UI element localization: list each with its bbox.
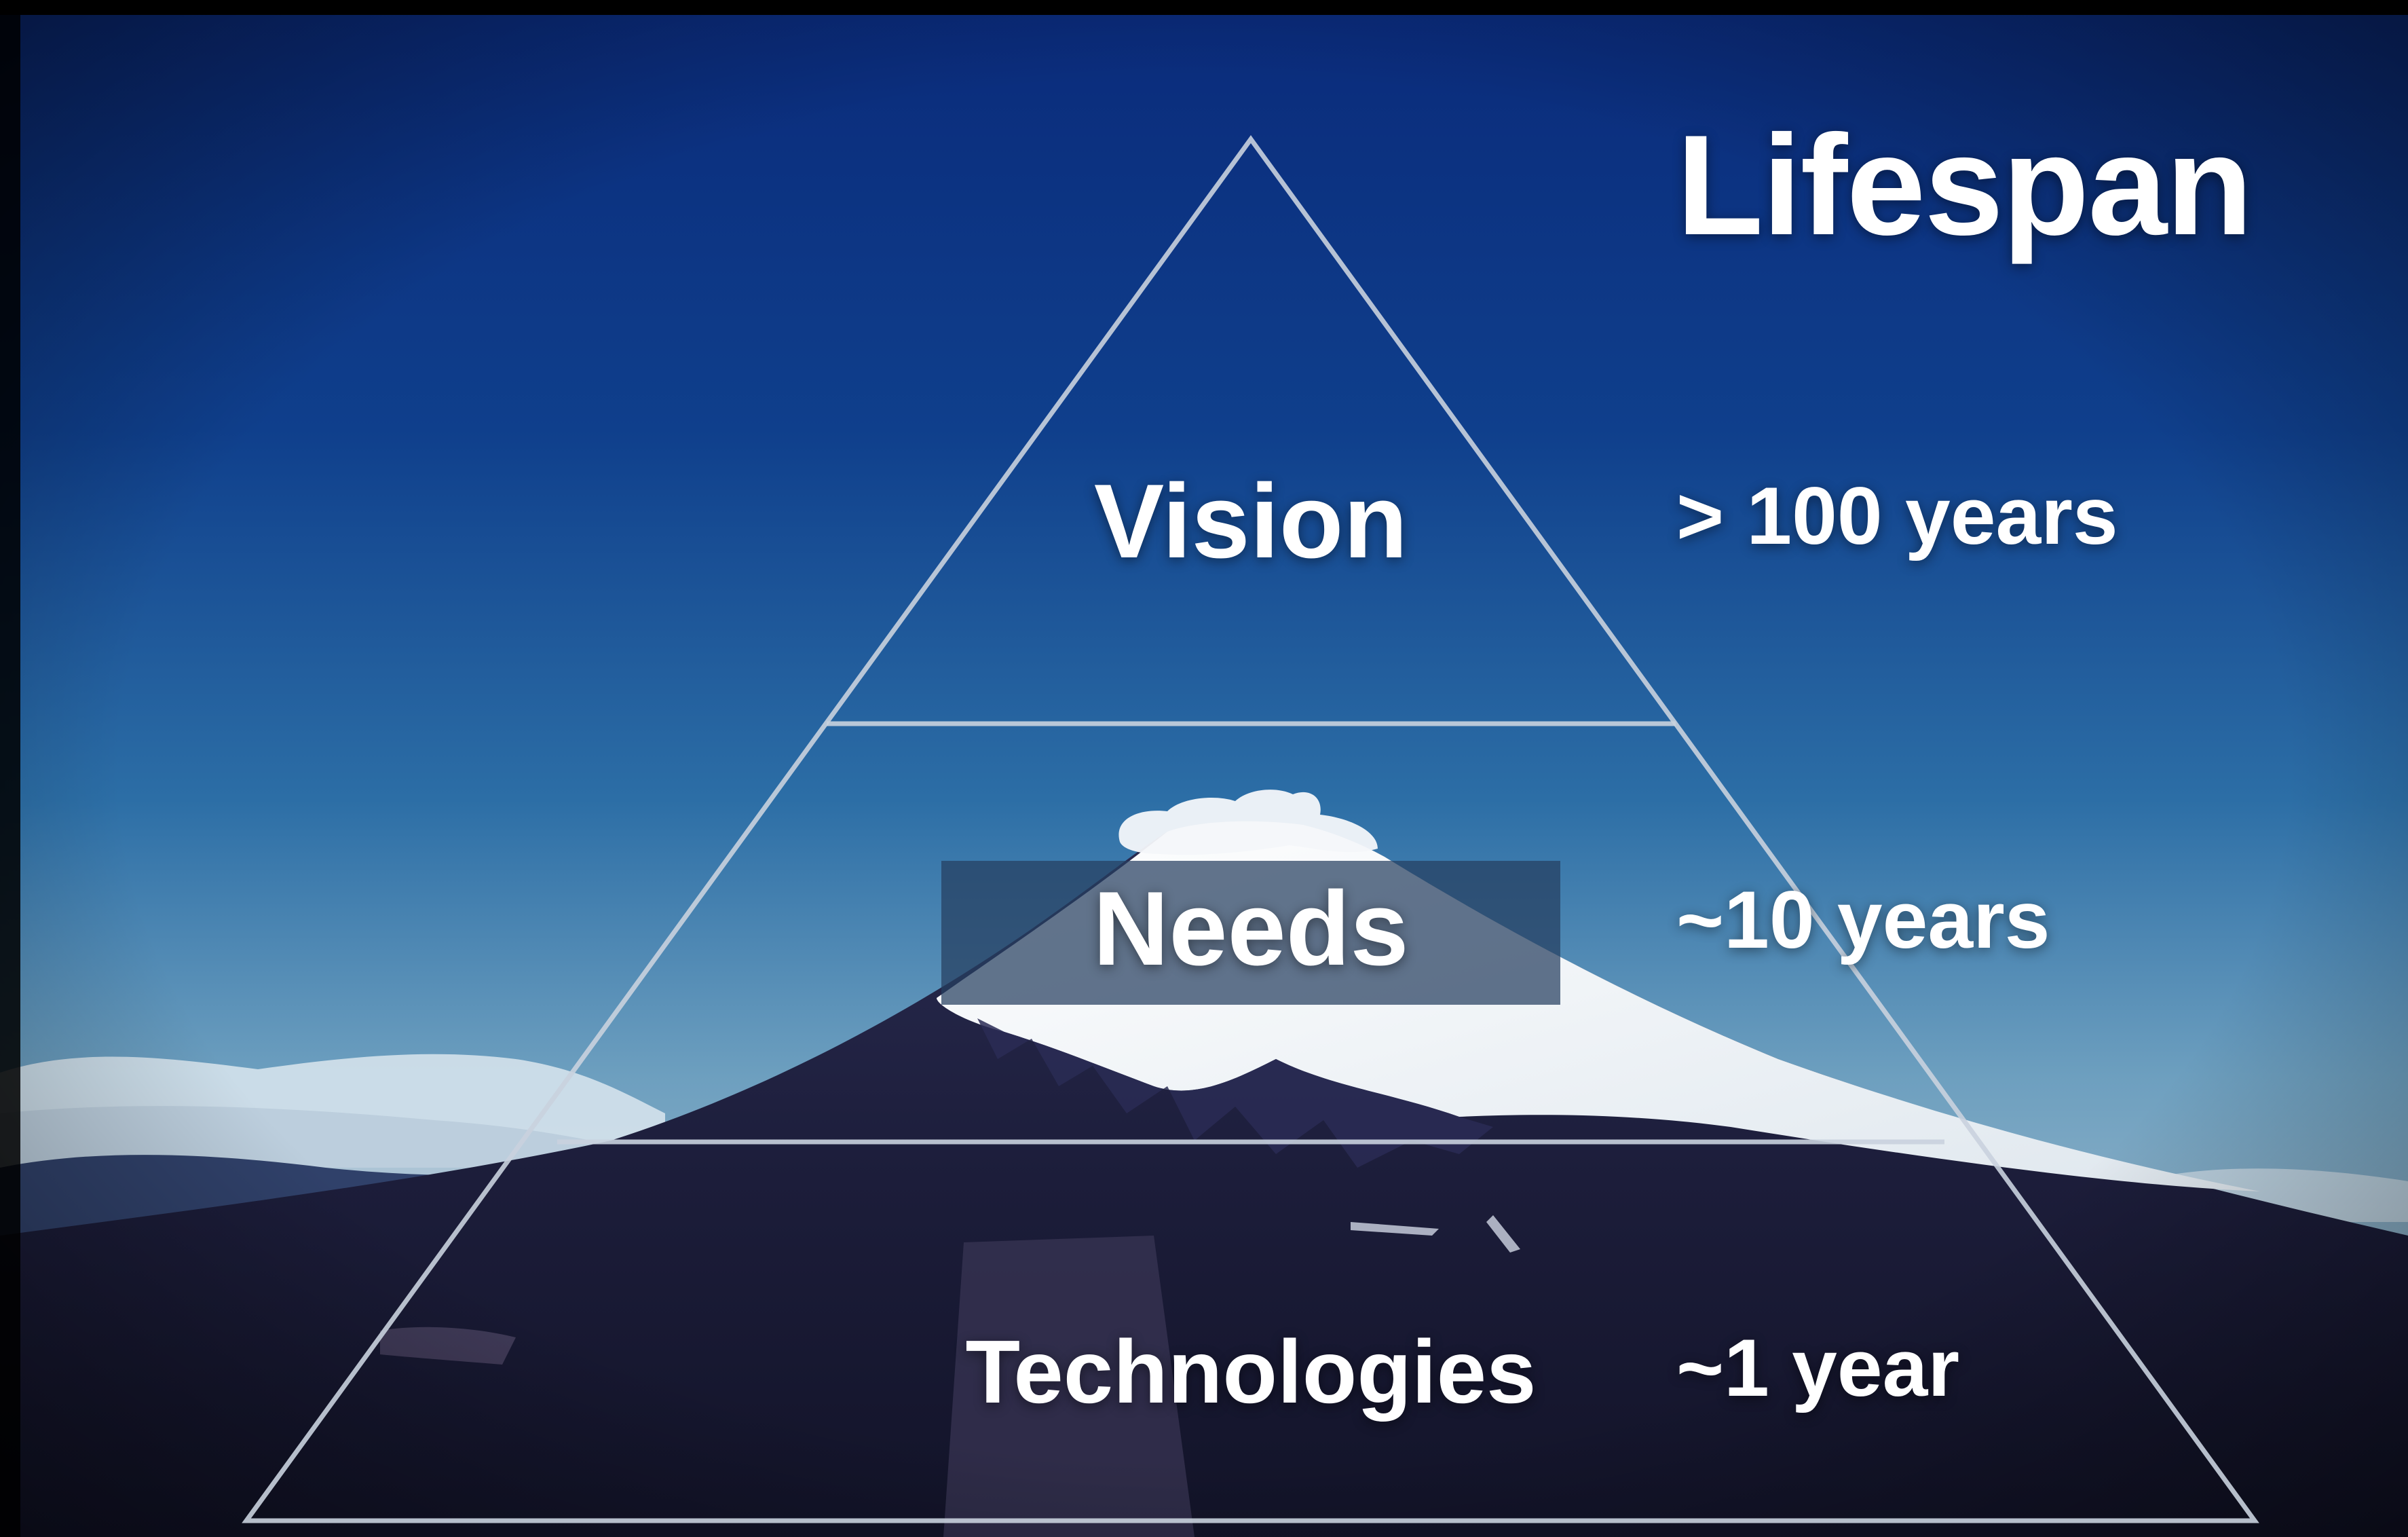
lifespan-vision: > 100 years (1676, 470, 2118, 561)
lifespan-needs: ~10 years (1676, 874, 2050, 965)
needs-highlight-box (941, 861, 1560, 1005)
tier-label-needs: Needs (1093, 870, 1409, 987)
tier-label-technologies: Technologies (965, 1322, 1537, 1422)
lifespan-technologies: ~1 year (1676, 1322, 1960, 1413)
slide-title: Lifespan (1676, 105, 2253, 265)
tier-label-vision: Vision (1093, 462, 1408, 580)
pyramid-outline (242, 135, 2259, 1523)
